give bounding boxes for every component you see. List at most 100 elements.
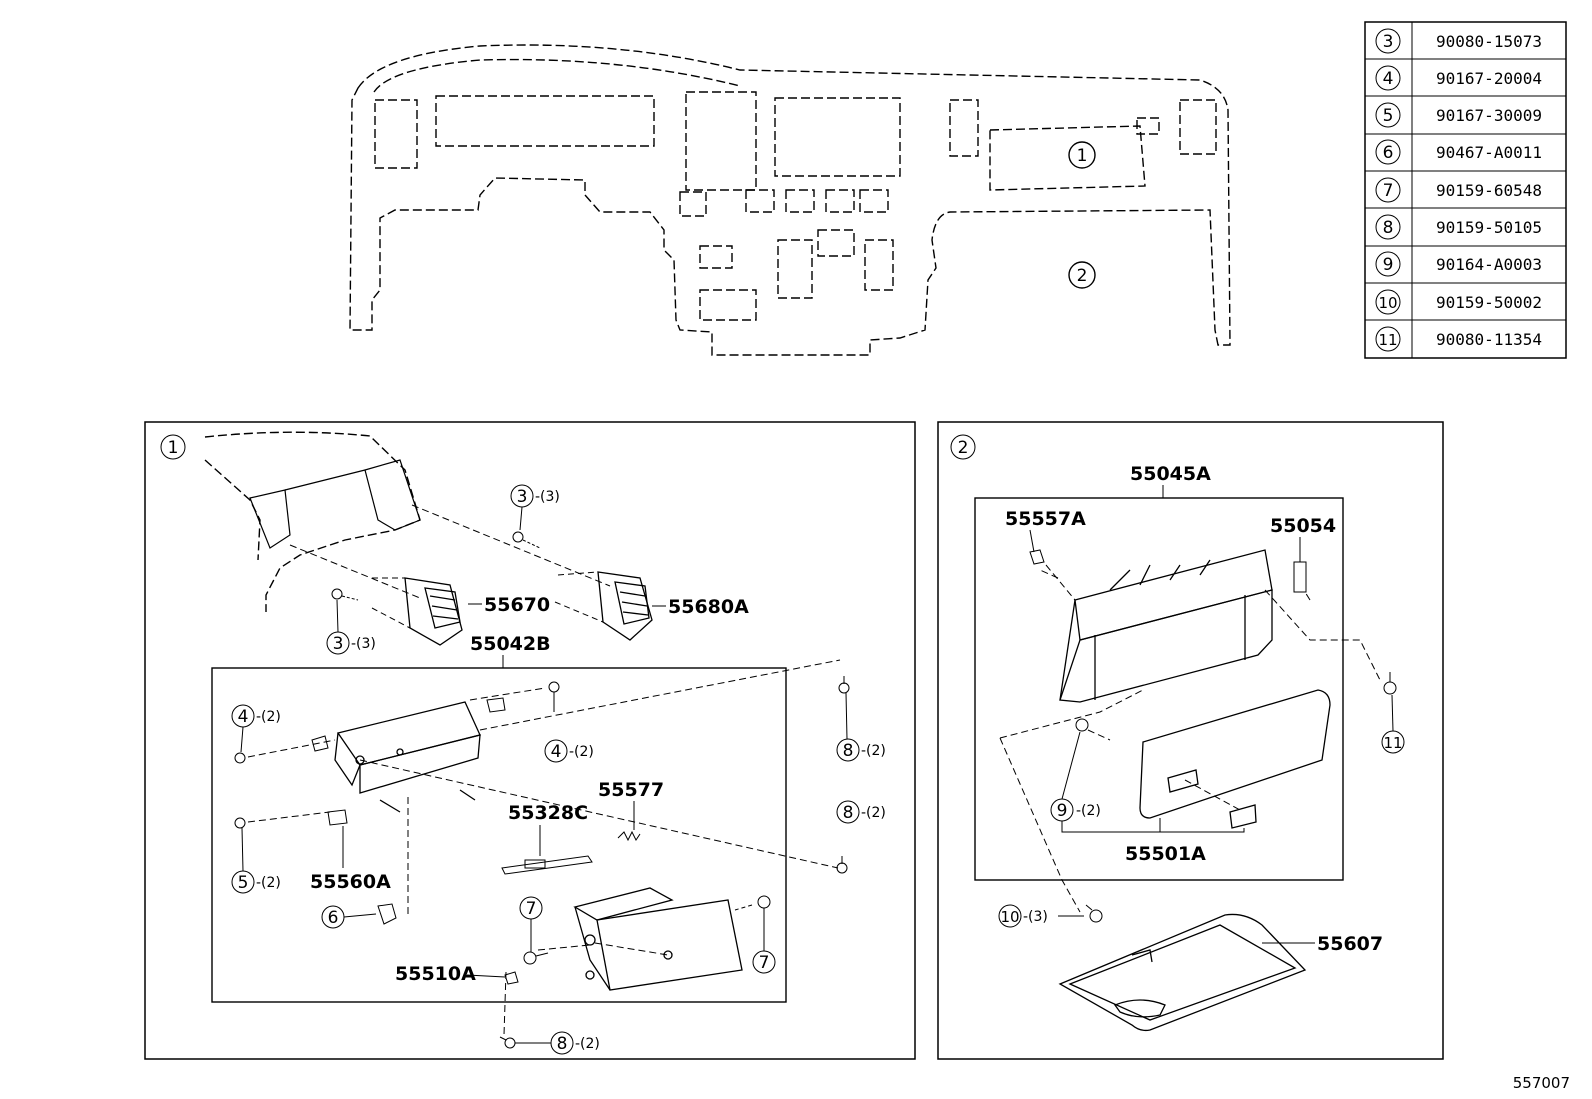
callout-8-qty: -(2): [575, 1036, 600, 1052]
bolt-icon: [1383, 672, 1397, 695]
label-55607: 55607: [1317, 933, 1383, 955]
screw-icon: [331, 588, 359, 601]
ref-number: 7: [1383, 181, 1394, 201]
cover-55510a: [573, 887, 743, 991]
table-row: 9 90164-A0003: [1375, 251, 1542, 277]
callout-7-ref: 7: [759, 953, 770, 973]
parts-table: 3 90080-15073 4 90167-20004 5 90167-3000…: [1364, 21, 1567, 359]
callout-5-qty: -(2): [256, 875, 281, 891]
label-55670: 55670: [484, 594, 550, 616]
table-row: 4 90167-20004: [1375, 65, 1542, 91]
part-number: 90159-50002: [1436, 293, 1542, 312]
label-55680a: 55680A: [668, 596, 749, 618]
clip-icon: [311, 697, 506, 752]
label-55560a: 55560A: [310, 871, 391, 893]
ref-number: 6: [1383, 143, 1394, 163]
bracket-55042b: [334, 701, 481, 813]
label-55557a: 55557A: [1005, 508, 1086, 530]
stopper-55054: [1293, 561, 1307, 593]
bolt-icon: [1085, 904, 1103, 923]
part-number: 90080-11354: [1436, 330, 1542, 349]
callout-3-qty: -(3): [535, 489, 560, 505]
callout-3-qty: -(3): [351, 636, 376, 652]
dashboard-overview: [349, 44, 1231, 356]
ref-number: 9: [1383, 255, 1394, 275]
screw-icon: [734, 895, 771, 911]
clip-icon: [1029, 549, 1045, 565]
panel-1: 1 55670: [144, 421, 916, 1060]
label-55045a: 55045A: [1130, 463, 1211, 485]
callout-10-qty: -(3): [1023, 909, 1048, 925]
spring-55577: [617, 830, 641, 842]
callout-8-qty: -(2): [861, 743, 886, 759]
tray-55607: [1058, 913, 1307, 1032]
table-row: 10 90159-50002: [1375, 289, 1542, 315]
bolt-icon: [836, 856, 848, 874]
ref-number: 8: [1383, 218, 1394, 238]
callout-8-ref: 8: [557, 1034, 568, 1054]
label-55577: 55577: [598, 779, 664, 801]
label-55328c: 55328C: [508, 802, 588, 824]
callout-8-ref: 8: [843, 803, 854, 823]
part-number: 90467-A0011: [1436, 143, 1542, 162]
part-number: 90080-15073: [1436, 32, 1542, 51]
screw-icon: [1075, 718, 1089, 732]
screw-icon: [523, 951, 549, 965]
glovebox-frame: [1059, 549, 1273, 703]
part-number: 90164-A0003: [1436, 255, 1542, 274]
damper-55328c: [501, 855, 593, 875]
retainer-55560a: [327, 809, 348, 826]
ref-number: 5: [1383, 106, 1394, 126]
bolt-icon: [499, 1036, 516, 1049]
glovebox-lid-55501a: [1139, 689, 1331, 829]
callout-3-ref: 3: [517, 487, 528, 507]
table-row: 5 90167-30009: [1375, 102, 1542, 128]
vent-55670: [404, 577, 463, 646]
figure-code: 557007: [1513, 1074, 1570, 1092]
table-row: 11 90080-11354: [1375, 326, 1542, 352]
bolt-icon: [838, 676, 850, 694]
label-55054: 55054: [1270, 515, 1336, 537]
label-55501a: 55501A: [1125, 843, 1206, 865]
table-row: 8 90159-50105: [1375, 214, 1542, 240]
callout-8-ref: 8: [843, 741, 854, 761]
clip-icon: [504, 971, 519, 985]
ref-number: 10: [1378, 294, 1397, 312]
vent-55680a: [597, 571, 653, 641]
callout-11-ref: 11: [1383, 734, 1402, 752]
part-number: 90167-20004: [1436, 69, 1542, 88]
table-row: 6 90467-A0011: [1375, 139, 1542, 165]
screw-icon: [234, 817, 246, 829]
vent-housing: [249, 459, 421, 549]
callout-8-qty: -(2): [861, 805, 886, 821]
callout-10-ref: 10: [1000, 908, 1019, 926]
zone-2-marker: 2: [1077, 266, 1088, 286]
callout-6-ref: 6: [328, 908, 339, 928]
callout-4-ref: 4: [551, 742, 562, 762]
part-number: 90159-50105: [1436, 218, 1542, 237]
zone-1-marker: 1: [1077, 146, 1088, 166]
callout-4-qty: -(2): [569, 744, 594, 760]
panel-1-id: 1: [168, 438, 179, 458]
callout-4-ref: 4: [238, 707, 249, 727]
callout-5-ref: 5: [238, 873, 249, 893]
clip-icon: [377, 903, 397, 925]
screw-icon: [512, 531, 541, 549]
ref-number: 4: [1383, 69, 1394, 89]
callout-9-ref: 9: [1057, 801, 1068, 821]
callout-9-qty: -(2): [1076, 803, 1101, 819]
label-55042b: 55042B: [470, 633, 551, 655]
ref-number: 11: [1378, 331, 1397, 349]
panel-2-id: 2: [958, 438, 969, 458]
screw-icon: [548, 681, 560, 712]
callout-3-ref: 3: [333, 634, 344, 654]
part-number: 90159-60548: [1436, 181, 1542, 200]
table-row: 7 90159-60548: [1375, 177, 1542, 203]
panel-2: 2 55045A 55557A 55054: [937, 421, 1444, 1060]
callout-7-ref: 7: [526, 899, 537, 919]
callout-4-qty: -(2): [256, 709, 281, 725]
part-number: 90167-30009: [1436, 106, 1542, 125]
screw-icon: [234, 752, 246, 764]
ref-number: 3: [1383, 32, 1394, 52]
